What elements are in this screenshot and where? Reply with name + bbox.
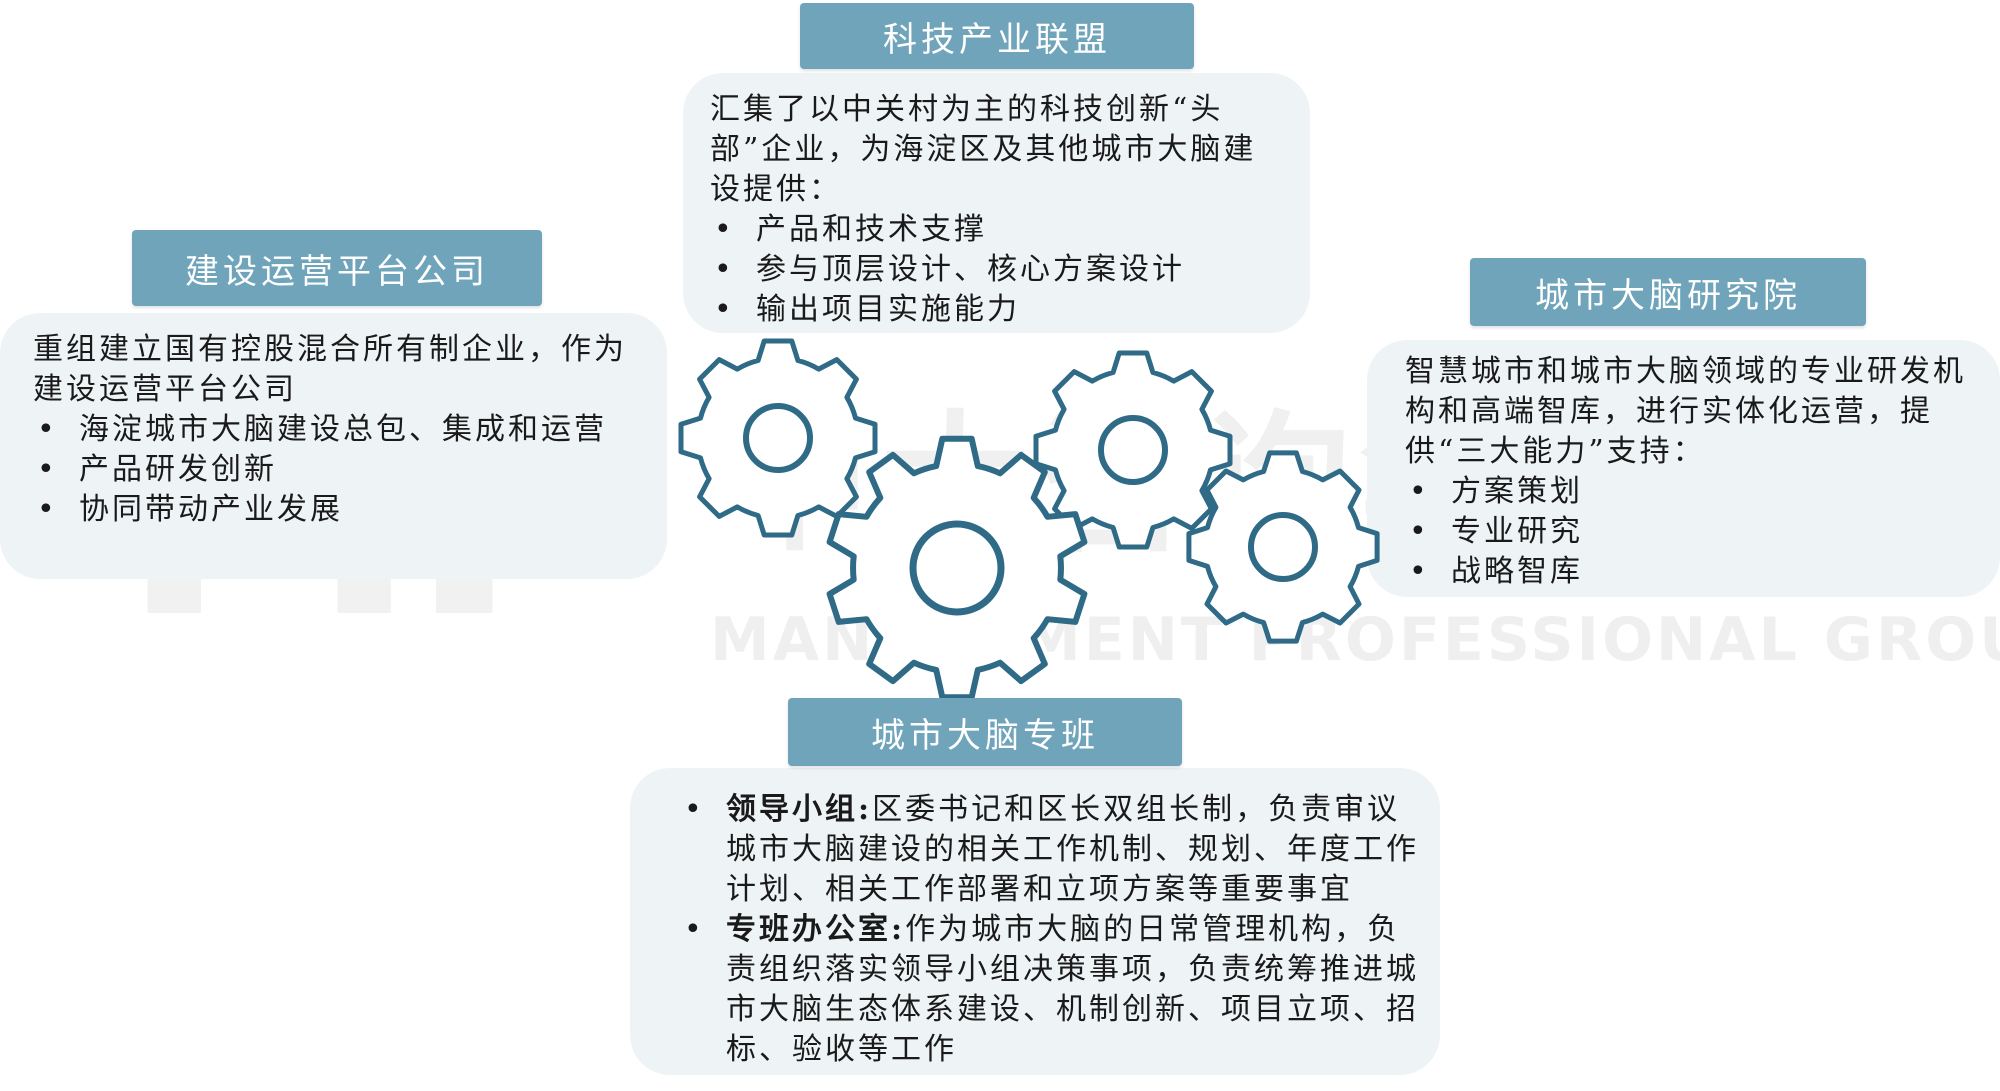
- left-block-content: 重组建立国有控股混合所有制企业，作为建设运营平台公司 海淀城市大脑建设总包、集成…: [33, 330, 653, 530]
- left-block-list: 海淀城市大脑建设总包、集成和运营 产品研发创新 协同带动产业发展: [33, 410, 653, 530]
- gear-right-icon: [1186, 450, 1380, 644]
- list-item: 协同带动产业发展: [33, 490, 653, 530]
- left-block-title: 建设运营平台公司: [132, 230, 542, 306]
- gear-top-left-icon: [678, 338, 878, 538]
- gear-hole: [909, 520, 1005, 616]
- office-label: 专班办公室:: [726, 912, 906, 947]
- right-block-content: 智慧城市和城市大脑领域的专业研发机构和高端智库，进行实体化运营，提供“三大能力”…: [1405, 352, 1985, 592]
- leading-group-text: 区委书记和区长双组长制，负责审议城市大脑建设的相关工作机制、规划、年度工作计划、…: [726, 792, 1419, 907]
- gear-top-right-icon: [1033, 350, 1233, 550]
- top-block-intro: 汇集了以中关村为主的科技创新“头部”企业，为海淀区及其他城市大脑建设提供：: [710, 92, 1257, 207]
- list-item: 输出项目实施能力: [710, 290, 1270, 330]
- list-item: 战略智库: [1405, 552, 1985, 592]
- gear-hole: [1098, 415, 1168, 485]
- left-block-intro: 重组建立国有控股混合所有制企业，作为建设运营平台公司: [33, 332, 627, 407]
- list-item: 参与顶层设计、核心方案设计: [710, 250, 1270, 290]
- bottom-block-list: 领导小组:区委书记和区长双组长制，负责审议城市大脑建设的相关工作机制、规划、年度…: [680, 790, 1420, 1070]
- gear-hole: [743, 403, 813, 473]
- office-text: 作为城市大脑的日常管理机构，负责组织落实领导小组决策事项，负责统筹推进城市大脑生…: [726, 912, 1419, 1067]
- list-item: 领导小组:区委书记和区长双组长制，负责审议城市大脑建设的相关工作机制、规划、年度…: [680, 790, 1420, 910]
- list-item: 海淀城市大脑建设总包、集成和运营: [33, 410, 653, 450]
- bottom-block-content: 领导小组:区委书记和区长双组长制，负责审议城市大脑建设的相关工作机制、规划、年度…: [680, 790, 1420, 1070]
- leading-group-label: 领导小组:: [726, 792, 873, 827]
- list-item: 专业研究: [1405, 512, 1985, 552]
- gear-group: [678, 338, 1380, 701]
- right-block-list: 方案策划 专业研究 战略智库: [1405, 472, 1985, 592]
- bottom-block-title: 城市大脑专班: [788, 698, 1182, 766]
- list-item: 专班办公室:作为城市大脑的日常管理机构，负责组织落实领导小组决策事项，负责统筹推…: [680, 910, 1420, 1070]
- gear-center-icon: [826, 435, 1088, 701]
- list-item: 方案策划: [1405, 472, 1985, 512]
- list-item: 产品和技术支撑: [710, 210, 1270, 250]
- top-block-title: 科技产业联盟: [800, 3, 1194, 69]
- right-block-intro: 智慧城市和城市大脑领域的专业研发机构和高端智库，进行实体化运营，提供“三大能力”…: [1405, 354, 1966, 469]
- gear-hole: [1248, 512, 1318, 582]
- top-block-list: 产品和技术支撑 参与顶层设计、核心方案设计 输出项目实施能力: [710, 210, 1270, 330]
- list-item: 产品研发创新: [33, 450, 653, 490]
- right-block-title: 城市大脑研究院: [1470, 258, 1866, 326]
- top-block-content: 汇集了以中关村为主的科技创新“头部”企业，为海淀区及其他城市大脑建设提供： 产品…: [710, 90, 1270, 330]
